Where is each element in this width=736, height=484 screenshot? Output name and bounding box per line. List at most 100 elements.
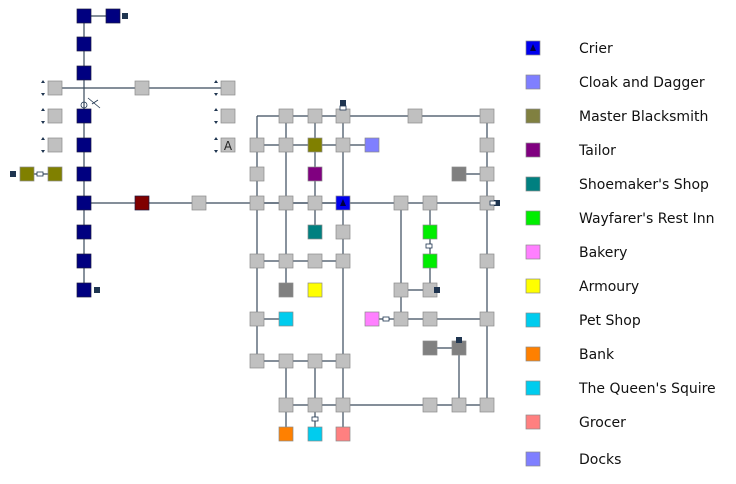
legend-label: Cloak and Dagger [579,75,705,91]
map-room[interactable] [479,166,495,182]
map-room[interactable] [47,166,63,182]
map-room[interactable] [393,311,409,327]
map-room[interactable] [76,282,92,298]
map-room[interactable] [76,8,92,24]
map-room[interactable] [307,108,323,124]
map-room[interactable] [335,137,351,153]
map-room[interactable] [76,65,92,81]
map-room[interactable] [307,166,323,182]
map-room[interactable] [278,397,294,413]
map-room[interactable] [307,195,323,211]
map-room[interactable] [191,195,207,211]
map-room[interactable] [422,340,438,356]
map-room[interactable] [307,353,323,369]
map-room[interactable] [47,80,63,96]
map-room[interactable] [220,108,236,124]
map-room[interactable] [335,224,351,240]
map-room[interactable] [335,253,351,269]
map-links [27,15,488,434]
up-arrow-icon [214,137,218,140]
map-room[interactable] [479,253,495,269]
map-room[interactable] [335,426,351,442]
map-room[interactable] [249,137,265,153]
exit-stub-icon [494,200,500,206]
map-room[interactable] [307,253,323,269]
map-room[interactable] [47,108,63,124]
map-room[interactable] [393,282,409,298]
map-room[interactable] [335,353,351,369]
door-icon [311,416,319,422]
map-room[interactable] [76,253,92,269]
map-room[interactable] [278,282,294,298]
map-room[interactable] [307,224,323,240]
map-room[interactable] [479,311,495,327]
map-room[interactable] [249,166,265,182]
map-room[interactable] [278,426,294,442]
map-room[interactable] [76,108,92,124]
map-room[interactable] [278,108,294,124]
room-label: A [224,139,233,153]
map-room[interactable] [335,397,351,413]
map-room[interactable] [364,311,380,327]
down-arrow-icon [41,121,45,124]
map-room[interactable] [451,166,467,182]
map-room[interactable] [479,108,495,124]
map-room[interactable] [249,353,265,369]
map-room[interactable] [134,80,150,96]
legend-label: Grocer [579,415,626,431]
map-room[interactable] [76,166,92,182]
down-arrow-icon [41,150,45,153]
map-room[interactable] [422,397,438,413]
legend-label: Tailor [578,143,616,159]
map-room[interactable] [278,195,294,211]
map-rooms [19,8,495,442]
map-room[interactable] [422,224,438,240]
map-room[interactable] [19,166,35,182]
map-room[interactable] [364,137,380,153]
map-room[interactable] [105,8,121,24]
legend-swatch [525,451,541,467]
map-room[interactable] [47,137,63,153]
map-room[interactable] [249,195,265,211]
map-room[interactable] [422,311,438,327]
map-room[interactable] [249,253,265,269]
map-room[interactable] [335,108,351,124]
map-room[interactable] [76,224,92,240]
map-room[interactable] [479,137,495,153]
legend-swatch [525,108,541,124]
map-room[interactable] [76,137,92,153]
legend-swatch [525,312,541,328]
map-markers: A [10,13,500,422]
map-room[interactable] [278,353,294,369]
map-room[interactable] [393,195,409,211]
legend-swatch [525,244,541,260]
map-room[interactable] [422,195,438,211]
legend-label: Bakery [579,245,627,261]
map-room[interactable] [307,397,323,413]
map-room[interactable] [422,253,438,269]
map-room[interactable] [278,253,294,269]
map-room[interactable] [220,80,236,96]
map-room[interactable] [249,311,265,327]
map-room[interactable] [479,397,495,413]
map-room[interactable] [307,426,323,442]
map-room[interactable] [134,195,150,211]
map-room[interactable] [407,108,423,124]
map-room[interactable] [451,397,467,413]
legend-swatch [525,278,541,294]
exit-stub-icon [122,13,128,19]
map-room[interactable] [278,137,294,153]
map-room[interactable] [220,137,236,153]
map-room[interactable] [278,311,294,327]
map-room[interactable] [307,137,323,153]
map-room[interactable] [76,36,92,52]
map-room[interactable] [76,195,92,211]
map-room[interactable] [307,282,323,298]
exit-stub-icon [340,100,346,106]
legend-label: Master Blacksmith [579,109,708,125]
map-room[interactable] [451,340,467,356]
exit-stub-icon [434,287,440,293]
legend-label: Bank [579,347,615,363]
